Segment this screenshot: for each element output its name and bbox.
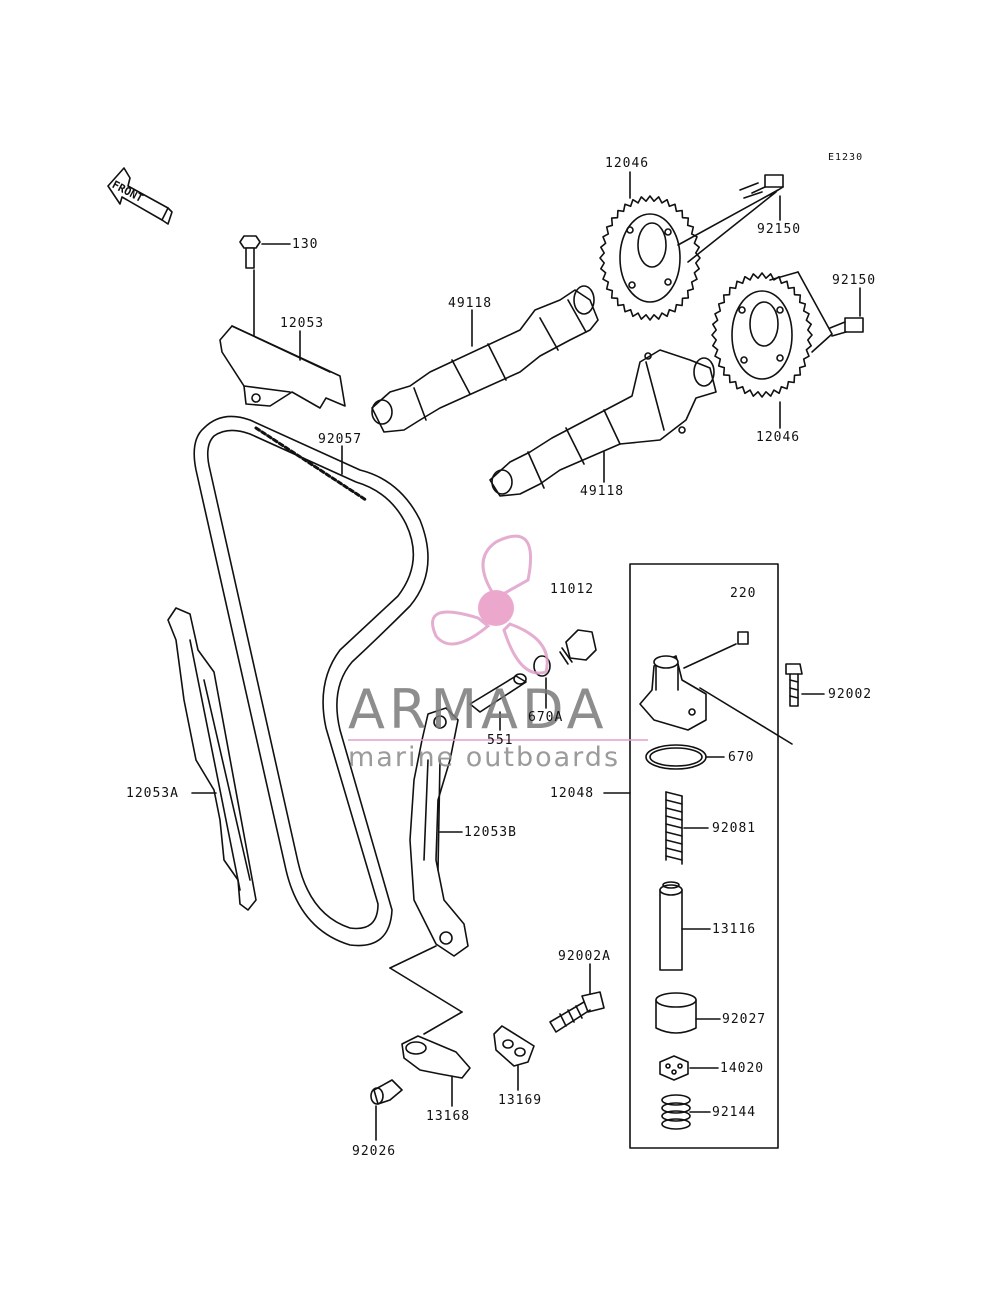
cam-sprocket-upper: [599, 195, 701, 321]
watermark-logo-icon: [431, 534, 549, 675]
part-label: 92150: [757, 222, 802, 237]
front-arrow-icon: [107, 167, 173, 225]
collar-92026: [370, 1079, 403, 1105]
cap-bolt-11012: [559, 629, 597, 665]
part-label: 49118: [580, 484, 625, 499]
part-label: 92027: [722, 1012, 767, 1027]
part-label: 92144: [712, 1105, 757, 1120]
part-label: 11012: [550, 582, 595, 597]
nut-14020: [659, 1055, 689, 1081]
part-label: 92081: [712, 821, 757, 836]
part-label: 92002A: [558, 949, 611, 964]
bolt-92002: [785, 663, 803, 707]
part-label: 12048: [550, 786, 595, 801]
part-label: 92002: [828, 687, 873, 702]
bracket-13169: [493, 1025, 535, 1067]
part-label: 130: [292, 237, 319, 252]
camshaft-upper: [371, 285, 599, 433]
watermark-tagline: marine outboards: [348, 742, 621, 773]
part-label: 551: [487, 733, 514, 748]
part-label: 220: [730, 586, 757, 601]
chain-guide-12053a: [167, 607, 257, 911]
diagram-code: E1230: [828, 152, 864, 163]
part-label: 92026: [352, 1144, 397, 1159]
spring-92081: [665, 791, 683, 865]
bolt-92002a: [549, 991, 605, 1033]
o-ring-670a: [533, 655, 551, 677]
bolt-92150-upper: [739, 174, 784, 199]
cam-chain-92057: [193, 415, 429, 947]
part-label: 12053B: [464, 825, 517, 840]
bolt-92150-lower: [829, 317, 864, 337]
part-label: 13168: [426, 1109, 471, 1124]
part-label: 49118: [448, 296, 493, 311]
part-label: 12053A: [126, 786, 179, 801]
pin-551: [469, 673, 527, 713]
plunger-13116: [659, 881, 683, 971]
chain-guide-12053: [219, 325, 346, 409]
part-label: 13169: [498, 1093, 543, 1108]
screw-220: [683, 631, 749, 669]
tensioner-body: [639, 655, 793, 745]
part-label: 670A: [528, 710, 564, 725]
tensioner-assembly-frame: [629, 563, 779, 1149]
part-label: 12046: [605, 156, 650, 171]
sleeve-92027: [655, 992, 697, 1034]
part-label: 92150: [832, 273, 877, 288]
part-label: 12053: [280, 316, 325, 331]
spring-92144: [661, 1094, 691, 1130]
cam-sprocket-lower: [711, 272, 813, 398]
watermark-brand: ARMADA: [348, 678, 608, 741]
part-label: 12046: [756, 430, 801, 445]
part-label: 14020: [720, 1061, 765, 1076]
camshaft-lower: [489, 349, 717, 497]
part-label: 92057: [318, 432, 363, 447]
pivot-arm-13168: [401, 1035, 471, 1079]
part-label: 670: [728, 750, 755, 765]
part-label: 13116: [712, 922, 757, 937]
